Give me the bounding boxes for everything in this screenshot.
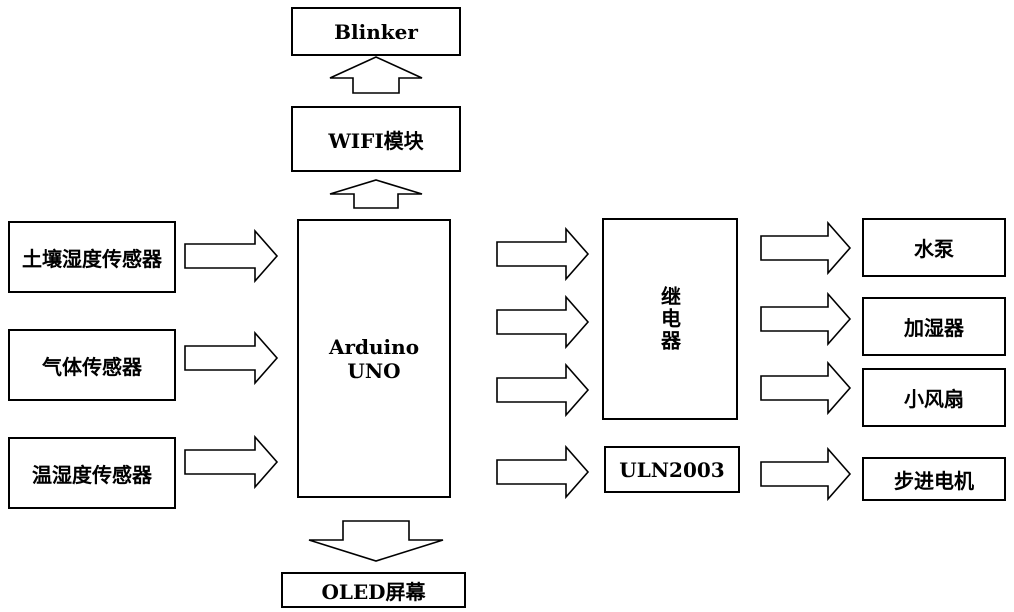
arrow-mcu-to-relay-1	[496, 226, 590, 282]
arrow-mcu-to-oled	[308, 520, 444, 562]
humidifier-block: 加湿器	[862, 297, 1006, 356]
temp-humidity-sensor-label: 温湿度传感器	[32, 462, 152, 487]
arrow-mcu-to-driver	[496, 444, 590, 500]
blinker-block: Blinker	[291, 7, 461, 56]
arrow-relay-to-humidifier	[760, 291, 852, 347]
uln2003-label: ULN2003	[619, 457, 725, 482]
arrow-wifi-to-blinker	[329, 56, 423, 94]
arduino-uno-block: Arduino UNO	[297, 219, 451, 498]
wifi-module-label: WIFI模块	[328, 128, 424, 153]
arduino-uno-label: Arduino UNO	[328, 334, 420, 383]
wifi-module-block: WIFI模块	[291, 106, 461, 172]
gas-sensor-block: 气体传感器	[8, 329, 176, 401]
uln2003-block: ULN2003	[604, 446, 740, 493]
oled-screen-label: OLED屏幕	[321, 579, 426, 604]
water-pump-block: 水泵	[862, 218, 1006, 277]
arrow-relay-to-fan	[760, 360, 852, 416]
small-fan-block: 小风扇	[862, 368, 1006, 427]
stepper-motor-label: 步进电机	[894, 468, 974, 493]
arrow-soil-to-mcu	[184, 228, 279, 284]
arrow-mcu-to-relay-3	[496, 362, 590, 418]
soil-moisture-sensor-label: 土壤湿度传感器	[22, 246, 162, 271]
blinker-label: Blinker	[334, 19, 418, 44]
arrow-temp-to-mcu	[184, 434, 279, 490]
soil-moisture-sensor-block: 土壤湿度传感器	[8, 221, 176, 293]
oled-screen-block: OLED屏幕	[281, 572, 466, 608]
relay-block: 继电器	[602, 218, 738, 420]
humidifier-label: 加湿器	[904, 316, 964, 340]
arrow-driver-to-stepper	[760, 446, 852, 502]
water-pump-label: 水泵	[914, 237, 954, 261]
arrow-gas-to-mcu	[184, 330, 279, 386]
arrow-relay-to-pump	[760, 220, 852, 276]
stepper-motor-block: 步进电机	[862, 457, 1006, 501]
arrow-mcu-to-wifi	[329, 179, 423, 209]
gas-sensor-label: 气体传感器	[42, 354, 142, 379]
small-fan-label: 小风扇	[904, 387, 964, 411]
arrow-mcu-to-relay-2	[496, 294, 590, 350]
temp-humidity-sensor-block: 温湿度传感器	[8, 437, 176, 509]
relay-label: 继电器	[657, 286, 682, 352]
